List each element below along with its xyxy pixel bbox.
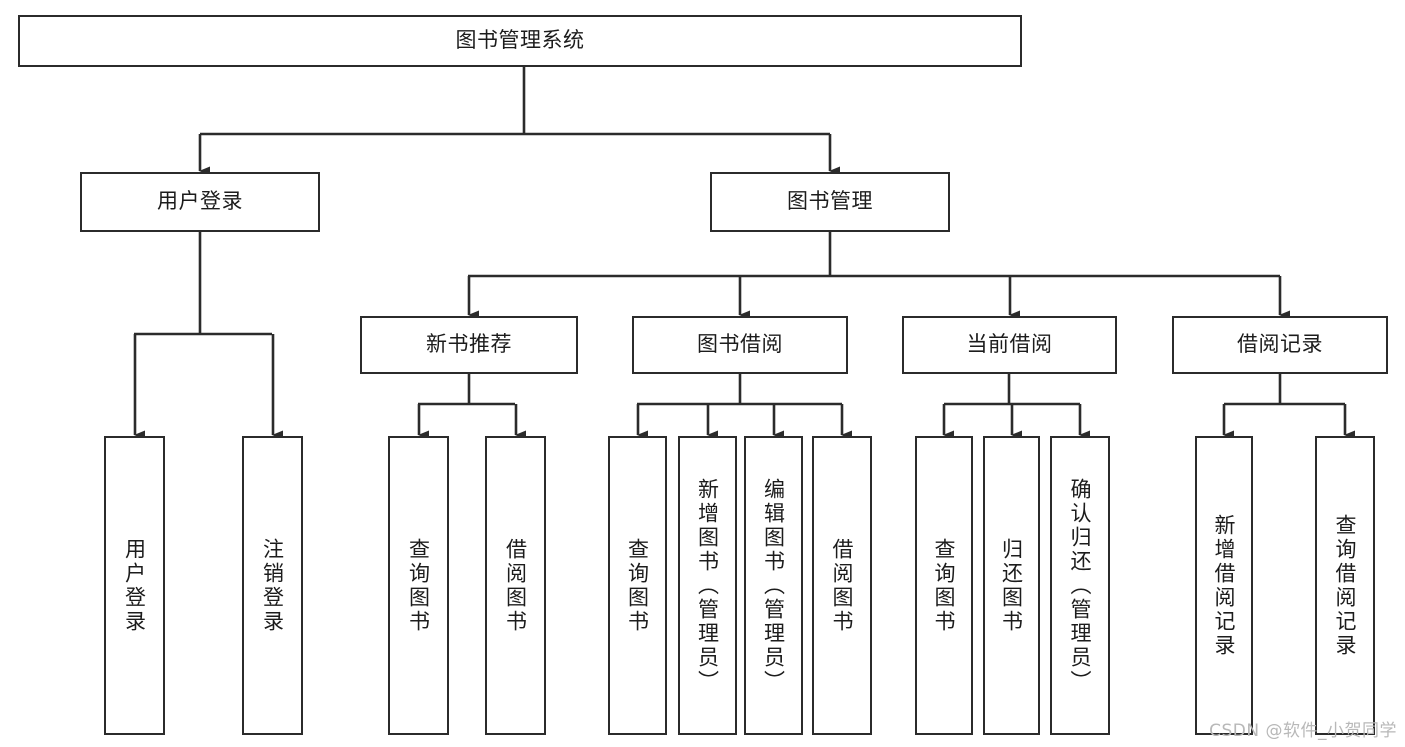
node-root[interactable]: 图书管理系统 <box>18 15 1022 67</box>
node-new-book-recommend-label: 新书推荐 <box>426 332 512 357</box>
leaf-borrow-add-book-admin[interactable]: 新增图书（管理员） <box>678 436 737 735</box>
node-root-label: 图书管理系统 <box>455 28 585 53</box>
leaf-current-query-book[interactable]: 查询图书 <box>915 436 973 735</box>
leaf-record-add-borrow-record-label: 新增借阅记录 <box>1212 513 1237 658</box>
leaf-borrow-add-book-admin-label: 新增图书（管理员） <box>695 477 720 694</box>
leaf-current-query-book-label: 查询图书 <box>932 537 957 634</box>
leaf-current-confirm-return-admin[interactable]: 确认归还（管理员） <box>1050 436 1110 735</box>
leaf-borrow-borrow-book[interactable]: 借阅图书 <box>812 436 872 735</box>
node-borrow-record[interactable]: 借阅记录 <box>1172 316 1388 374</box>
leaf-new-borrow-book[interactable]: 借阅图书 <box>485 436 546 735</box>
leaf-borrow-edit-book-admin[interactable]: 编辑图书（管理员） <box>744 436 803 735</box>
node-user-login[interactable]: 用户登录 <box>80 172 320 232</box>
node-book-borrow[interactable]: 图书借阅 <box>632 316 848 374</box>
leaf-logout-login-label: 注销登录 <box>260 537 285 634</box>
node-borrow-record-label: 借阅记录 <box>1237 332 1323 357</box>
node-book-management[interactable]: 图书管理 <box>710 172 950 232</box>
node-new-book-recommend[interactable]: 新书推荐 <box>360 316 578 374</box>
node-user-login-label: 用户登录 <box>157 189 243 214</box>
leaf-user-login[interactable]: 用户登录 <box>104 436 165 735</box>
leaf-new-query-book-label: 查询图书 <box>406 537 431 634</box>
leaf-new-borrow-book-label: 借阅图书 <box>503 537 528 634</box>
leaf-user-login-label: 用户登录 <box>122 537 147 634</box>
leaf-borrow-borrow-book-label: 借阅图书 <box>830 537 855 634</box>
leaf-record-query-borrow-record[interactable]: 查询借阅记录 <box>1315 436 1375 735</box>
leaf-logout-login[interactable]: 注销登录 <box>242 436 303 735</box>
leaf-record-query-borrow-record-label: 查询借阅记录 <box>1333 513 1358 658</box>
leaf-borrow-query-book[interactable]: 查询图书 <box>608 436 667 735</box>
leaf-record-add-borrow-record[interactable]: 新增借阅记录 <box>1195 436 1253 735</box>
leaf-borrow-edit-book-admin-label: 编辑图书（管理员） <box>761 477 786 694</box>
node-current-borrow-label: 当前借阅 <box>966 332 1053 357</box>
leaf-current-return-book-label: 归还图书 <box>999 537 1024 634</box>
leaf-current-return-book[interactable]: 归还图书 <box>983 436 1040 735</box>
node-book-management-label: 图书管理 <box>787 189 873 214</box>
leaf-new-query-book[interactable]: 查询图书 <box>388 436 449 735</box>
leaf-borrow-query-book-label: 查询图书 <box>625 537 650 634</box>
node-current-borrow[interactable]: 当前借阅 <box>902 316 1117 374</box>
leaf-current-confirm-return-admin-label: 确认归还（管理员） <box>1068 477 1093 694</box>
node-book-borrow-label: 图书借阅 <box>697 332 783 357</box>
